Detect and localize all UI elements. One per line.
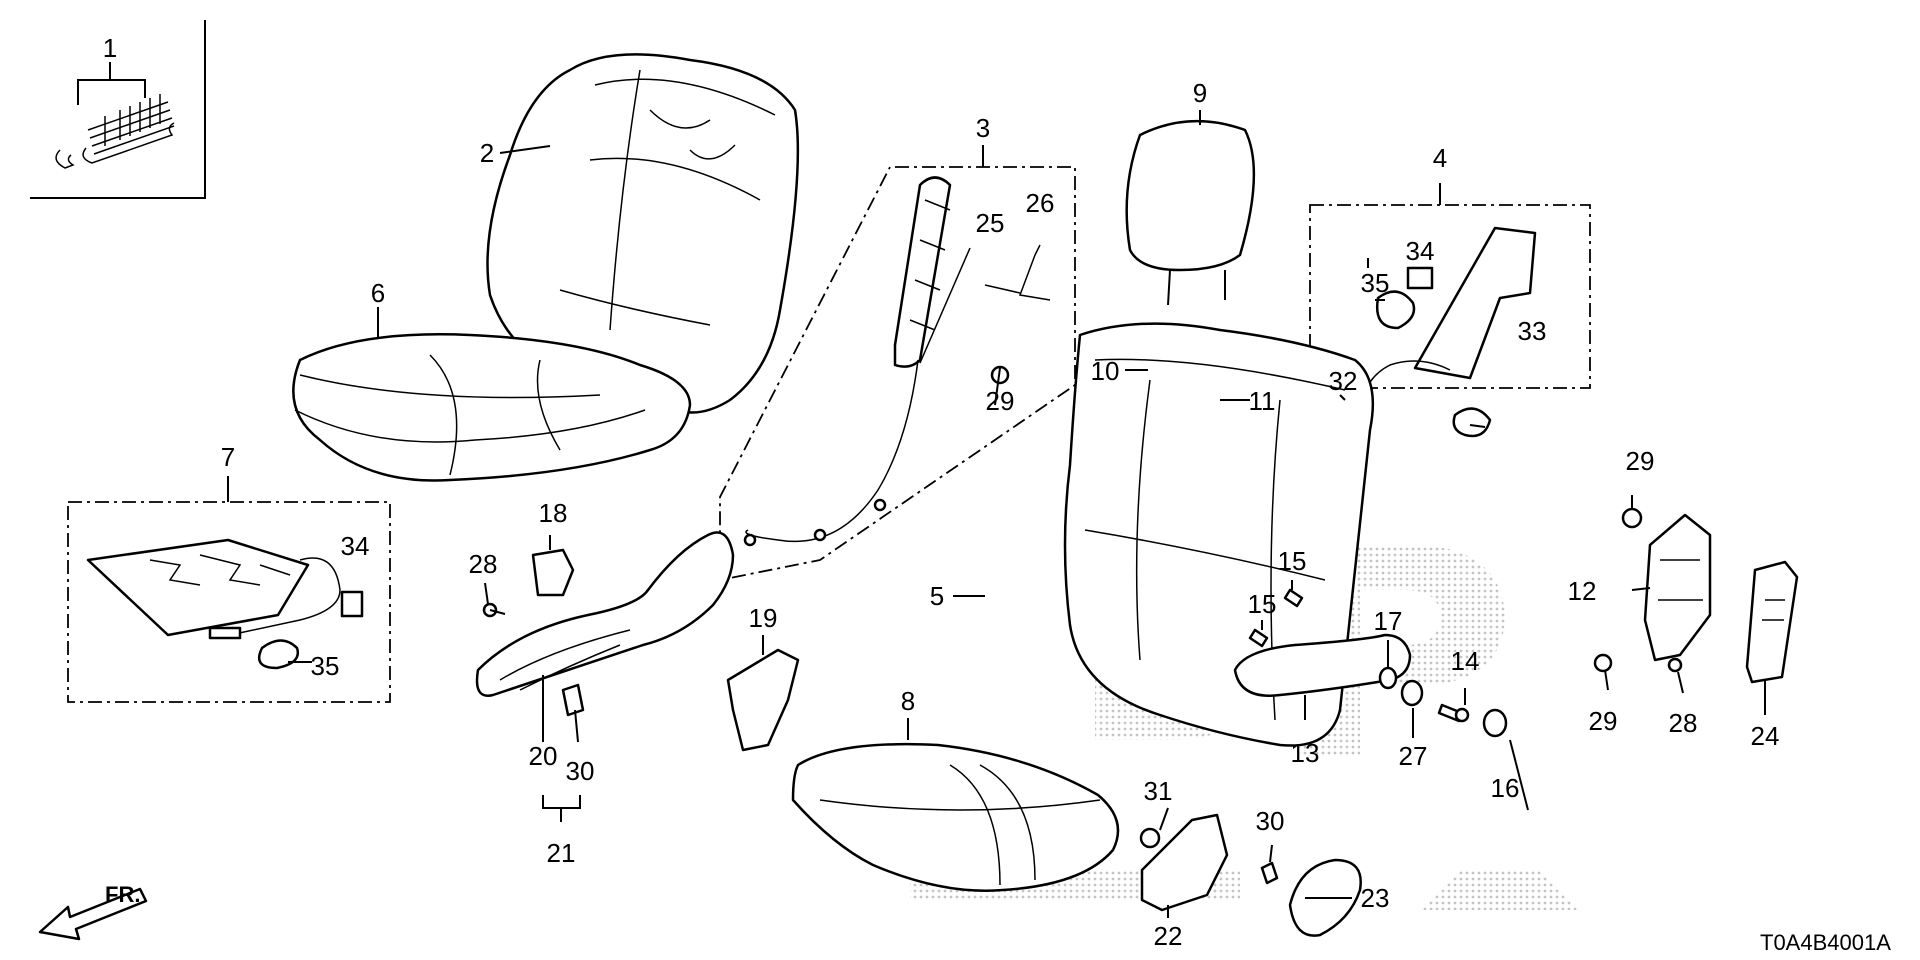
callout-23: 23 <box>1361 883 1390 913</box>
callout-17: 17 <box>1374 606 1403 636</box>
part-15-screws <box>1248 588 1304 648</box>
part-4-back-heater-box <box>1309 183 1591 446</box>
part-8-cushion-pad <box>791 742 1120 892</box>
callout-21: 21 <box>547 838 576 868</box>
part-7-seat-heater-box <box>67 476 391 703</box>
callout-22: 22 <box>1154 921 1183 951</box>
callout-35-right: 35 <box>1361 268 1390 298</box>
callout-11: 11 <box>1249 386 1276 416</box>
callout-25: 25 <box>976 208 1005 238</box>
front-direction-label: FR. <box>105 882 140 907</box>
part-16-cap <box>1482 708 1508 738</box>
part-13-armrest <box>1233 633 1412 697</box>
callout-numbers: 1 2 3 4 5 6 7 8 9 10 11 12 13 14 15 15 1… <box>103 33 1780 951</box>
callout-28-left: 28 <box>469 549 498 579</box>
part-27-bushing <box>1400 679 1424 707</box>
part-12-bracket <box>1593 507 1712 673</box>
callout-29-right-top: 29 <box>1626 446 1655 476</box>
part-17-washer <box>1378 666 1398 690</box>
part-1-clips <box>30 20 206 199</box>
part-2-seatback-cover <box>486 53 800 414</box>
callout-9: 9 <box>1193 78 1207 108</box>
callout-10: 10 <box>1091 356 1120 386</box>
callout-26: 26 <box>1026 188 1055 218</box>
callout-35-left: 35 <box>311 651 340 681</box>
callout-16: 16 <box>1491 773 1520 803</box>
callout-6: 6 <box>371 278 385 308</box>
callout-1: 1 <box>103 33 117 63</box>
callout-24: 24 <box>1751 721 1780 751</box>
part-6-cushion-cover <box>292 333 692 482</box>
callout-33: 33 <box>1518 316 1547 346</box>
part-18-knob <box>531 548 575 597</box>
callout-14: 14 <box>1451 646 1480 676</box>
callout-34-right: 34 <box>1406 236 1435 266</box>
callout-29-right-bottom: 29 <box>1589 706 1618 736</box>
callout-5: 5 <box>930 581 944 611</box>
callout-34-left: 34 <box>341 531 370 561</box>
callout-3: 3 <box>976 113 990 143</box>
callout-28-right: 28 <box>1669 708 1698 738</box>
callout-30-right: 30 <box>1256 806 1285 836</box>
callout-27: 27 <box>1399 741 1428 771</box>
callout-15-right: 15 <box>1278 546 1307 576</box>
callout-30-left: 30 <box>566 756 595 786</box>
callout-2: 2 <box>480 138 494 168</box>
part-5-seatback-pad <box>1063 322 1375 747</box>
callout-8: 8 <box>901 686 915 716</box>
callout-18: 18 <box>539 498 568 528</box>
callout-29-top: 29 <box>986 386 1015 416</box>
callout-15-left: 15 <box>1248 589 1277 619</box>
part-19-cover <box>726 648 800 752</box>
part-30-clip <box>561 683 1279 885</box>
callout-13: 13 <box>1291 738 1320 768</box>
part-9-headrest <box>1125 119 1256 306</box>
callout-31: 31 <box>1144 776 1173 806</box>
part-22-cover <box>1140 813 1229 912</box>
callout-12: 12 <box>1568 576 1597 606</box>
part-28-screw <box>482 602 506 618</box>
part-20-side-cover <box>475 531 735 697</box>
part-3-side-airbag-box <box>719 145 1076 582</box>
part-14-bolt <box>1437 703 1470 723</box>
front-direction-arrow: FR. <box>38 882 148 941</box>
part-31-screw <box>1139 827 1161 849</box>
callout-19: 19 <box>749 603 778 633</box>
callout-7: 7 <box>221 442 235 472</box>
callout-20: 20 <box>529 741 558 771</box>
leader-lines <box>377 110 1766 918</box>
part-24-switch-module <box>1745 560 1799 684</box>
callout-32: 32 <box>1329 366 1358 396</box>
diagram-code: T0A4B4001A <box>1760 930 1891 955</box>
callout-4: 4 <box>1433 143 1447 173</box>
